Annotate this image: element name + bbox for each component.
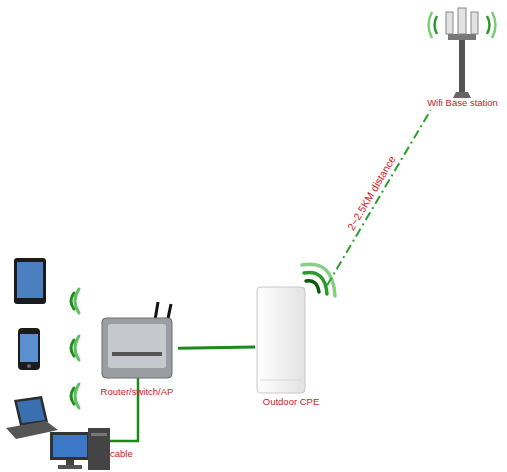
router-icon [102, 302, 172, 378]
node-label: Wifi Base station [410, 97, 507, 109]
tablet-icon [14, 258, 46, 304]
tower-antenna [471, 12, 478, 34]
node-label: Router/switch/AP [86, 386, 188, 398]
router-face [108, 324, 166, 368]
connector [178, 347, 255, 348]
cpe-icon [257, 287, 305, 393]
wifi-signals [71, 289, 79, 408]
signal-arc [304, 272, 327, 294]
distance-label: 2~2.5KM distance [345, 154, 398, 233]
node-label: Outdoor CPE [245, 396, 337, 408]
tablet-screen [17, 262, 43, 298]
tower-signal [487, 16, 490, 34]
connector-line [327, 110, 431, 286]
pc-drive [91, 433, 107, 436]
tower-antenna [446, 12, 453, 34]
node-box: Wifi Base station [420, 2, 505, 110]
node-box: Router/switch/AP [96, 298, 178, 400]
wifi-arc [75, 289, 79, 313]
tower-signal [492, 12, 496, 38]
laptop-lid [14, 396, 48, 426]
tower-signal [435, 16, 438, 34]
pc-monitor [50, 432, 90, 460]
pc-screen [53, 435, 87, 457]
phone-screen [20, 334, 38, 362]
cpe-body [257, 287, 305, 393]
tower-icon [429, 8, 496, 98]
phone-button [27, 364, 31, 368]
phone-icon [18, 328, 40, 370]
wifi-arc [75, 384, 79, 408]
node-box: Outdoor CPE [255, 283, 327, 410]
tower-head [448, 34, 476, 40]
cpe-seam [260, 380, 302, 381]
pc-stand [66, 460, 74, 465]
signal-arc [306, 281, 319, 292]
tower-pole [459, 40, 465, 96]
desktop-pc-icon [50, 428, 110, 470]
connector [327, 110, 431, 286]
wire-label: cable [110, 448, 133, 460]
tower-signal [429, 12, 433, 38]
laptop-screen [17, 399, 45, 423]
wifi-arc [75, 336, 79, 360]
router-leds [112, 352, 162, 356]
pc-foot [58, 465, 82, 469]
connector-line [178, 347, 255, 348]
tablet-body [14, 258, 46, 304]
pc-tower [88, 428, 110, 470]
tower-antenna [458, 8, 466, 34]
phone-body [18, 328, 40, 370]
router-body [102, 318, 172, 378]
